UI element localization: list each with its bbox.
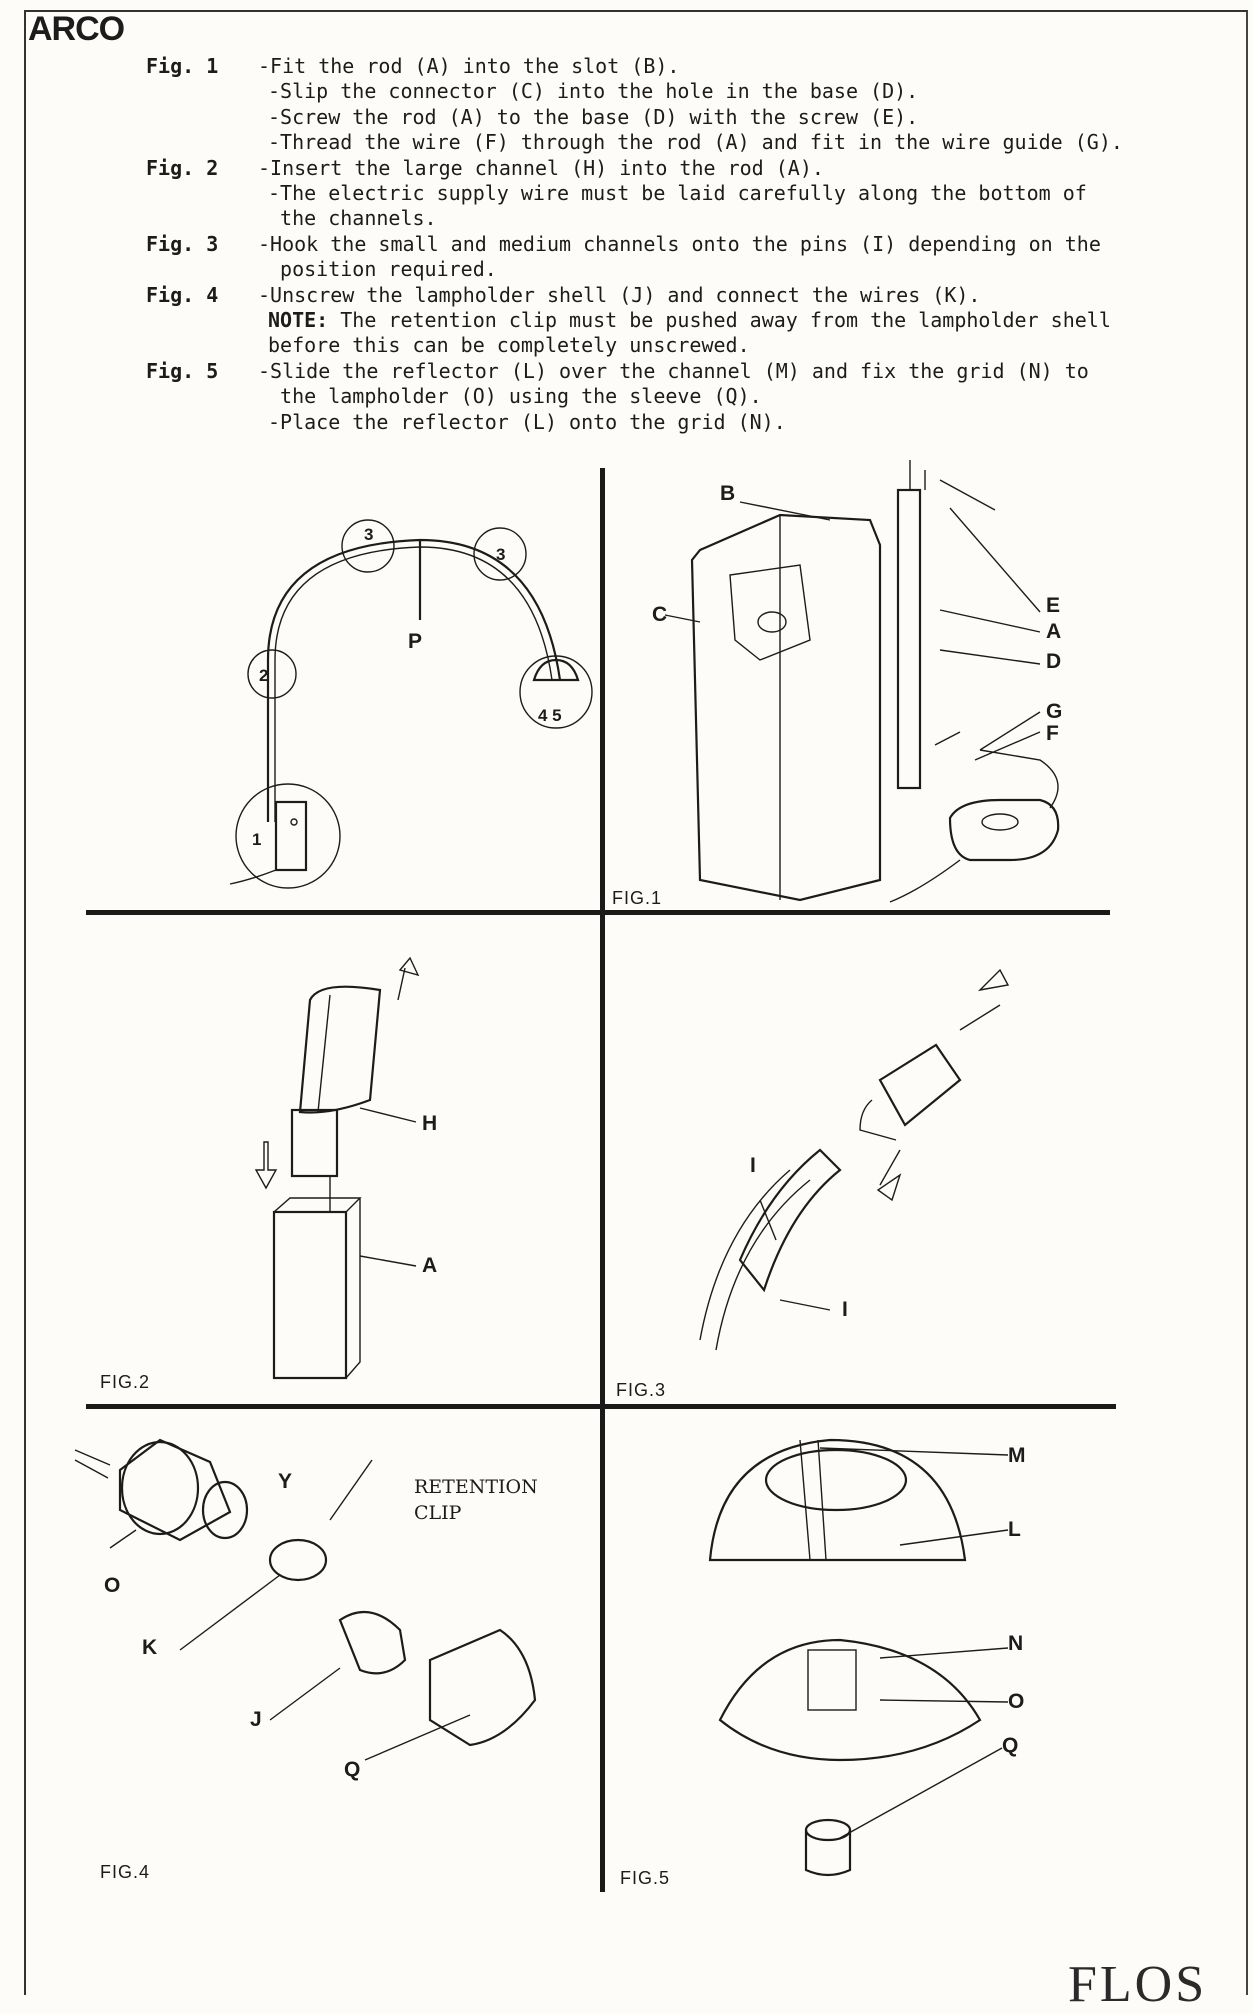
overview-circle-label: 3 [364,525,374,544]
fig5-label-n: N [1008,1632,1024,1655]
fig4-label-j: J [250,1708,262,1731]
step-line: -Place the reflector (L) onto the grid (… [268,409,786,434]
brand-logo: FLOS [1068,1956,1208,2013]
fig5-label-l: L [1008,1518,1021,1541]
fig1-label-c: C [652,603,668,626]
step-line: -Hook the small and medium channels onto… [258,231,1101,256]
note-line: NOTE: The retention clip must be pushed … [146,308,1226,333]
step-line: -Fit the rod (A) into the slot (B). [258,54,680,78]
fig3-drawing [699,968,1010,1351]
fig-label: Fig. 1 [146,54,219,78]
step-fig5: Fig. 5 -Slide the reflector (L) over the… [146,359,1226,384]
grid-divider-horizontal-2 [86,1404,1116,1409]
fig4-caption: FIG.4 [100,1862,151,1882]
step-fig3: Fig. 3 -Hook the small and medium channe… [146,232,1226,257]
fig2-label-a: A [422,1254,438,1277]
fig5-label-q: Q [1002,1734,1019,1757]
step-line: the lampholder (O) using the sleeve (Q). [268,384,762,409]
overview-circle-label: 3 [496,545,506,564]
fig3-label-i: I [750,1154,756,1177]
fig4-label-y: Y [278,1470,293,1493]
step-line: -Slide the reflector (L) over the channe… [258,358,1089,383]
fig1-caption: FIG.1 [612,888,663,908]
fig1-label-f: F [1046,722,1059,745]
overview-circle-label: 2 [259,666,269,685]
step-line: -The electric supply wire must be laid c… [268,181,1087,206]
step-line: the channels. [268,206,437,231]
fig4-label-k: K [142,1636,158,1659]
step-line: -Thread the wire (F) through the rod (A)… [268,130,1123,155]
fig1-label-b: B [720,482,736,505]
fig3-label-i: I [842,1298,848,1321]
step-line: -Unscrew the lampholder shell (J) and co… [258,282,981,307]
fig1-drawing [664,460,1060,903]
fig-label: Fig. 2 [146,155,219,180]
retention-label-line: CLIP [414,1502,462,1524]
fig2-label-h: H [422,1112,438,1135]
grid-divider-vertical [600,468,605,1892]
retention-label-line: RETENTION [414,1476,538,1498]
fig4-drawing [74,1438,537,1761]
instruction-sheet [24,10,1248,1995]
step-line: -Screw the rod (A) to the base (D) with … [268,104,919,129]
fig1-label-e: E [1046,594,1061,617]
fig5-label-m: M [1008,1444,1026,1467]
fig5-label-o: O [1008,1690,1025,1713]
page-title: ARCO [28,10,125,48]
fig2-caption: FIG.2 [100,1372,151,1392]
fig-label: Fig. 5 [146,358,219,383]
fig5-drawing [708,1438,1009,1877]
overview-circle-label: 1 [252,830,262,849]
lamp-overview-drawing [229,519,593,889]
note-label: NOTE: [268,308,329,333]
step-line: -Slip the connector (C) into the hole in… [268,79,919,104]
grid-divider-horizontal-1 [86,910,1110,915]
overview-circle-label: 4 5 [538,706,562,725]
fig2-drawing [254,956,420,1380]
fig1-label-d: D [1046,650,1062,673]
fig4-label-q: Q [344,1758,361,1781]
fig5-caption: FIG.5 [620,1868,671,1888]
note-text: The retention clip must be pushed away f… [328,308,1111,333]
overview-label-p: P [408,630,423,653]
step-line: position required. [268,257,497,282]
step-fig4: Fig. 4 -Unscrew the lampholder shell (J)… [146,283,1226,308]
fig-label: Fig. 3 [146,231,219,256]
step-fig1: Fig. 1 -Fit the rod (A) into the slot (B… [146,54,1226,79]
step-fig2: Fig. 2 -Insert the large channel (H) int… [146,156,1226,181]
fig1-label-g: G [1046,700,1063,723]
note-line: before this can be completely unscrewed. [268,333,750,358]
fig4-label-o: O [104,1574,121,1597]
fig1-label-a: A [1046,620,1062,643]
step-line: -Insert the large channel (H) into the r… [258,155,824,180]
fig4-retention-clip-label: RETENTION CLIP [414,1474,538,1526]
fig-label: Fig. 4 [146,282,219,307]
fig3-caption: FIG.3 [616,1380,667,1400]
instructions-block: Fig. 1 -Fit the rod (A) into the slot (B… [146,54,1226,435]
